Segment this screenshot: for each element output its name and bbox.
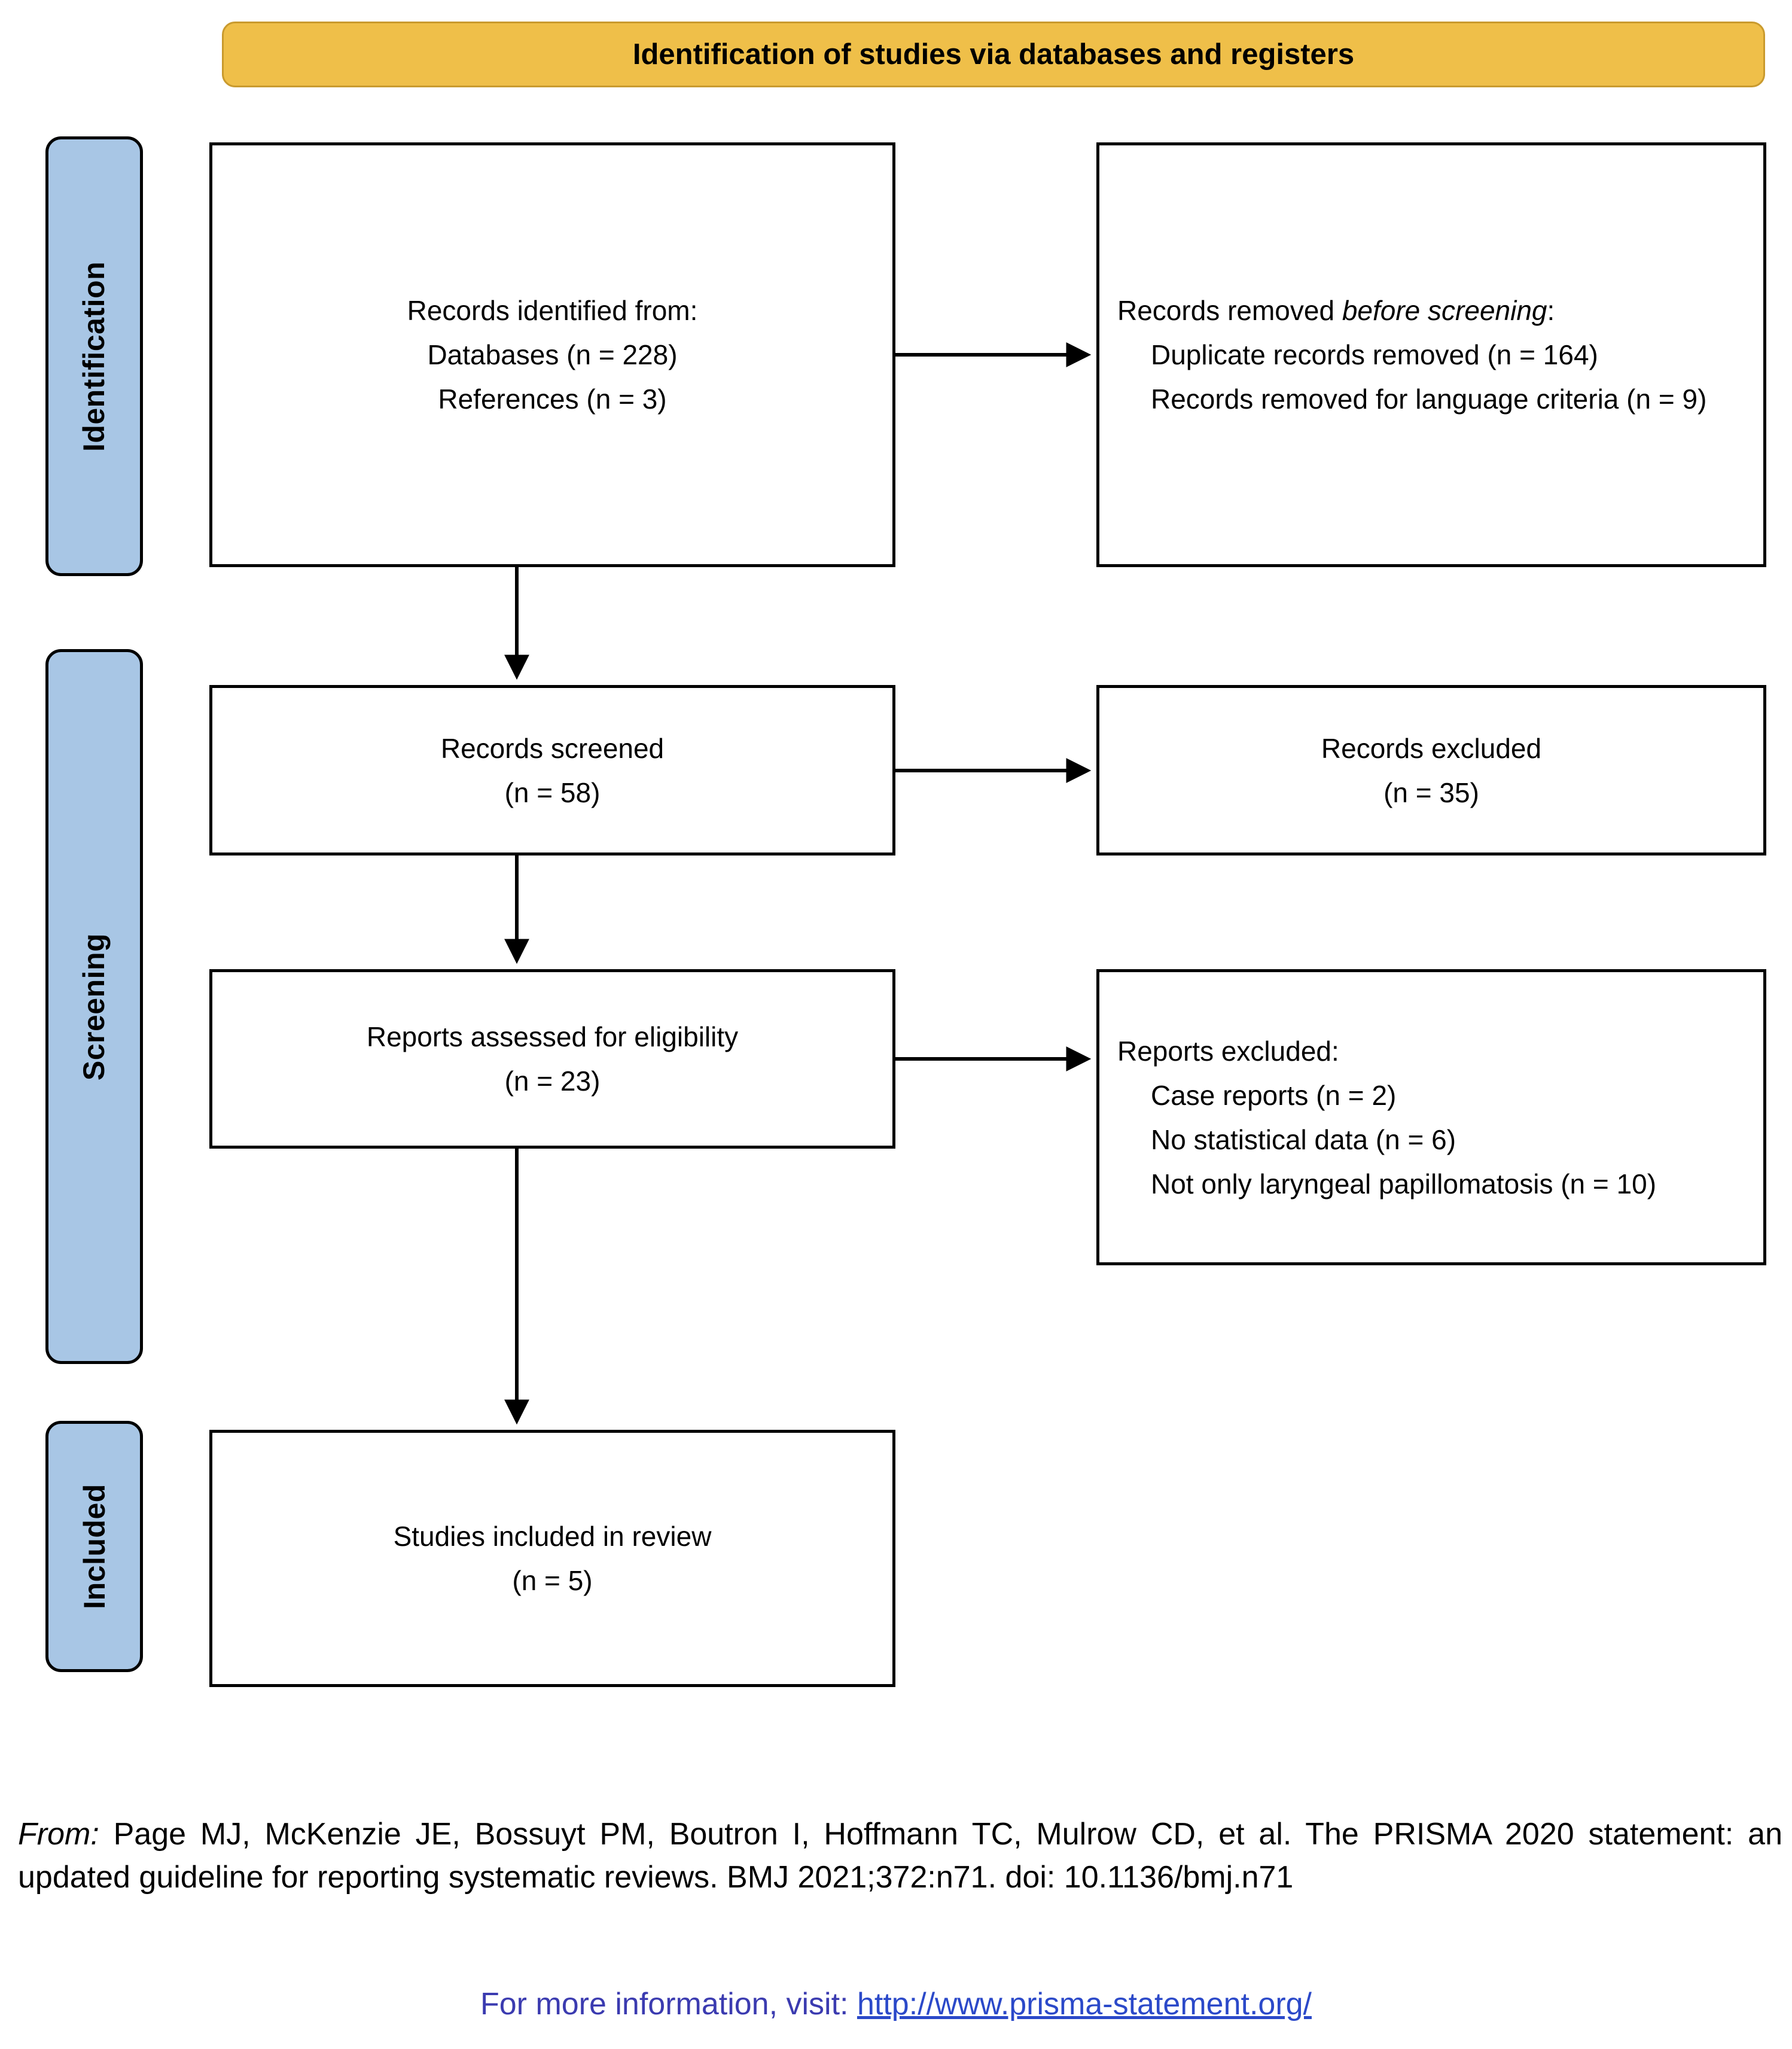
box-records-identified: Records identified from: Databases (n = … bbox=[209, 142, 895, 567]
stage-label-included: Included bbox=[45, 1421, 143, 1672]
records-excluded-label: Records excluded bbox=[1321, 732, 1542, 764]
footer-more-info-label: For more information, visit: bbox=[480, 1987, 849, 2021]
footer-from-label: From: bbox=[18, 1817, 99, 1852]
box-records-excluded: Records excluded (n = 35) bbox=[1096, 685, 1766, 855]
records-screened-count: (n = 58) bbox=[504, 777, 601, 808]
box-records-screened: Records screened (n = 58) bbox=[209, 685, 895, 855]
box-records-removed-before-screening: Records removed before screening: Duplic… bbox=[1096, 142, 1766, 567]
box-reports-excluded: Reports excluded: Case reports (n = 2) N… bbox=[1096, 969, 1766, 1265]
stage-label-included-text: Included bbox=[77, 1484, 111, 1609]
studies-included-count: (n = 5) bbox=[512, 1565, 593, 1596]
records-identified-databases: Databases (n = 228) bbox=[427, 339, 678, 370]
records-identified-heading: Records identified from: bbox=[407, 295, 698, 326]
footer-citation: From: Page MJ, McKenzie JE, Bossuyt PM, … bbox=[18, 1813, 1782, 1899]
reports-excluded-not-only-laryngeal: Not only laryngeal papillomatosis (n = 1… bbox=[1151, 1168, 1657, 1199]
records-removed-language: Records removed for language criteria (n… bbox=[1151, 383, 1707, 415]
reports-excluded-case-reports: Case reports (n = 2) bbox=[1151, 1079, 1397, 1111]
records-removed-heading: Records removed before screening: bbox=[1117, 288, 1555, 333]
records-screened-label: Records screened bbox=[440, 732, 665, 764]
reports-excluded-heading: Reports excluded: bbox=[1117, 1035, 1339, 1067]
box-reports-assessed: Reports assessed for eligibility (n = 23… bbox=[209, 969, 895, 1149]
records-removed-heading-plain: Records removed bbox=[1117, 295, 1342, 326]
prisma-statement-link[interactable]: http://www.prisma-statement.org/ bbox=[857, 1987, 1312, 2021]
reports-excluded-no-statistical-data: No statistical data (n = 6) bbox=[1151, 1124, 1456, 1155]
page-title: Identification of studies via databases … bbox=[632, 38, 1355, 71]
stage-label-identification-text: Identification bbox=[77, 261, 111, 452]
records-removed-duplicates: Duplicate records removed (n = 164) bbox=[1151, 339, 1598, 370]
stage-label-identification: Identification bbox=[45, 136, 143, 576]
records-excluded-count: (n = 35) bbox=[1383, 777, 1479, 808]
records-identified-references: References (n = 3) bbox=[438, 383, 667, 415]
footer-link-row: For more information, visit: http://www.… bbox=[0, 1986, 1792, 2022]
box-studies-included: Studies included in review (n = 5) bbox=[209, 1430, 895, 1687]
section-header-banner: Identification of studies via databases … bbox=[222, 22, 1765, 87]
studies-included-label: Studies included in review bbox=[393, 1521, 712, 1552]
records-removed-heading-italic: before screening bbox=[1342, 295, 1547, 326]
records-removed-heading-colon: : bbox=[1547, 295, 1555, 326]
stage-label-screening: Screening bbox=[45, 649, 143, 1364]
reports-assessed-label: Reports assessed for eligibility bbox=[366, 1021, 739, 1052]
reports-assessed-count: (n = 23) bbox=[504, 1065, 601, 1097]
footer-citation-text: Page MJ, McKenzie JE, Bossuyt PM, Boutro… bbox=[18, 1817, 1782, 1895]
stage-label-screening-text: Screening bbox=[77, 933, 111, 1080]
